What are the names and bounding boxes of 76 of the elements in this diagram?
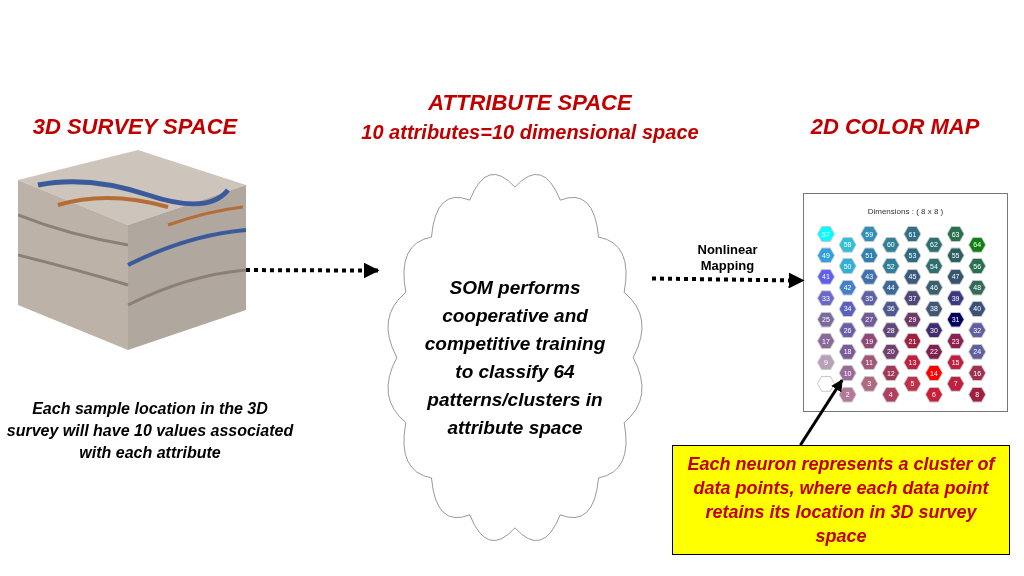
hexagon-cell [946, 354, 965, 371]
hexagon-cell [860, 354, 879, 371]
hexagon-cell [860, 290, 879, 307]
hexagon-cell [903, 354, 922, 371]
hexagon-cell [881, 300, 900, 317]
hexagon-cell [903, 268, 922, 285]
hexagon-cell [838, 343, 857, 360]
description-text: Each sample location in the 3D survey will have 10 values associated with each attribute [5, 399, 295, 463]
hexagon-cell [860, 333, 879, 349]
hexagon-cell [968, 322, 987, 339]
hexagon-cell [946, 311, 965, 328]
cloud-text: SOM performs cooperative and competitive training to classify 64 patterns/clusters in attribute space [423, 275, 607, 440]
color-map-panel [803, 193, 1008, 412]
hexagon-cell [838, 236, 857, 253]
panel-title: Dimensions : ( 8 x 8 ) [866, 206, 945, 218]
hexagon-cell [817, 354, 835, 371]
hexagon-cell [817, 333, 835, 349]
hexagon-cell [817, 311, 835, 328]
hexagon-cell [903, 333, 922, 349]
hexagon-cell [860, 226, 879, 242]
hexagon-cell [903, 290, 922, 307]
hexagon-cell [925, 386, 943, 403]
hexagon-cell [903, 375, 922, 392]
hexagon-cell [881, 343, 900, 360]
hexagon-cell [817, 226, 835, 242]
hexagon-cell [860, 247, 879, 264]
hexagon-cell [968, 365, 987, 382]
hexagon-cell [925, 322, 943, 339]
hexagon-cell [881, 386, 900, 403]
hexagon-cell [968, 258, 987, 275]
hexagon-cell [968, 386, 987, 403]
hexagon-cell [968, 279, 987, 296]
hexagon-cell [925, 236, 943, 253]
hexagon-cell [838, 322, 857, 339]
hexagon-cell [817, 247, 835, 264]
hexagon-cell [860, 375, 879, 392]
section-subtitle: 10 attributes=10 dimensional space [360, 120, 700, 145]
hexagon-cell [925, 300, 943, 317]
hexagon-cell [838, 258, 857, 275]
section-title: 3D SURVEY SPACE [31, 113, 239, 141]
hexagon-cell [903, 226, 922, 242]
arrow [651, 272, 805, 289]
hexagon-cell [881, 258, 900, 275]
hexagon-cell [946, 247, 965, 264]
note-box: Each neuron represents a cluster of data points, where each data point retains its location in 3D survey space [672, 445, 1010, 555]
hexagon-cell [838, 300, 857, 317]
hexagon-cell [946, 290, 965, 307]
hexagon-cell [881, 279, 900, 296]
hexagon-cell [925, 279, 943, 296]
hexagon-cell [946, 375, 965, 392]
arrow [799, 379, 844, 446]
hexagon-cell [946, 333, 965, 349]
hexagon-cell [860, 311, 879, 328]
hexagon-cell [881, 236, 900, 253]
hexagon-cell [925, 343, 943, 360]
hexagon-cell [946, 268, 965, 285]
hexagon-cell [817, 290, 835, 307]
hexagon-cell [968, 300, 987, 317]
hexagon-cell [903, 247, 922, 264]
hexagon-cell [838, 279, 857, 296]
hexagon-cell [881, 365, 900, 382]
section-title: 2D COLOR MAP [809, 113, 981, 141]
hexagon-cell [817, 268, 835, 285]
arrow [246, 262, 380, 279]
hexagon-cell [968, 343, 987, 360]
hexagon-cell [838, 386, 857, 403]
hexagon-cell [968, 236, 987, 253]
hexagon-cell [860, 268, 879, 285]
hexagon-cell [838, 365, 857, 382]
hexagon-cell [925, 365, 943, 382]
hexagon-cell [817, 375, 835, 392]
hexagon-cell [925, 258, 943, 275]
hexagon-cell [881, 322, 900, 339]
hexagon-cell [903, 311, 922, 328]
section-title: ATTRIBUTE SPACE [427, 89, 633, 117]
hexagon-cell [946, 226, 965, 242]
